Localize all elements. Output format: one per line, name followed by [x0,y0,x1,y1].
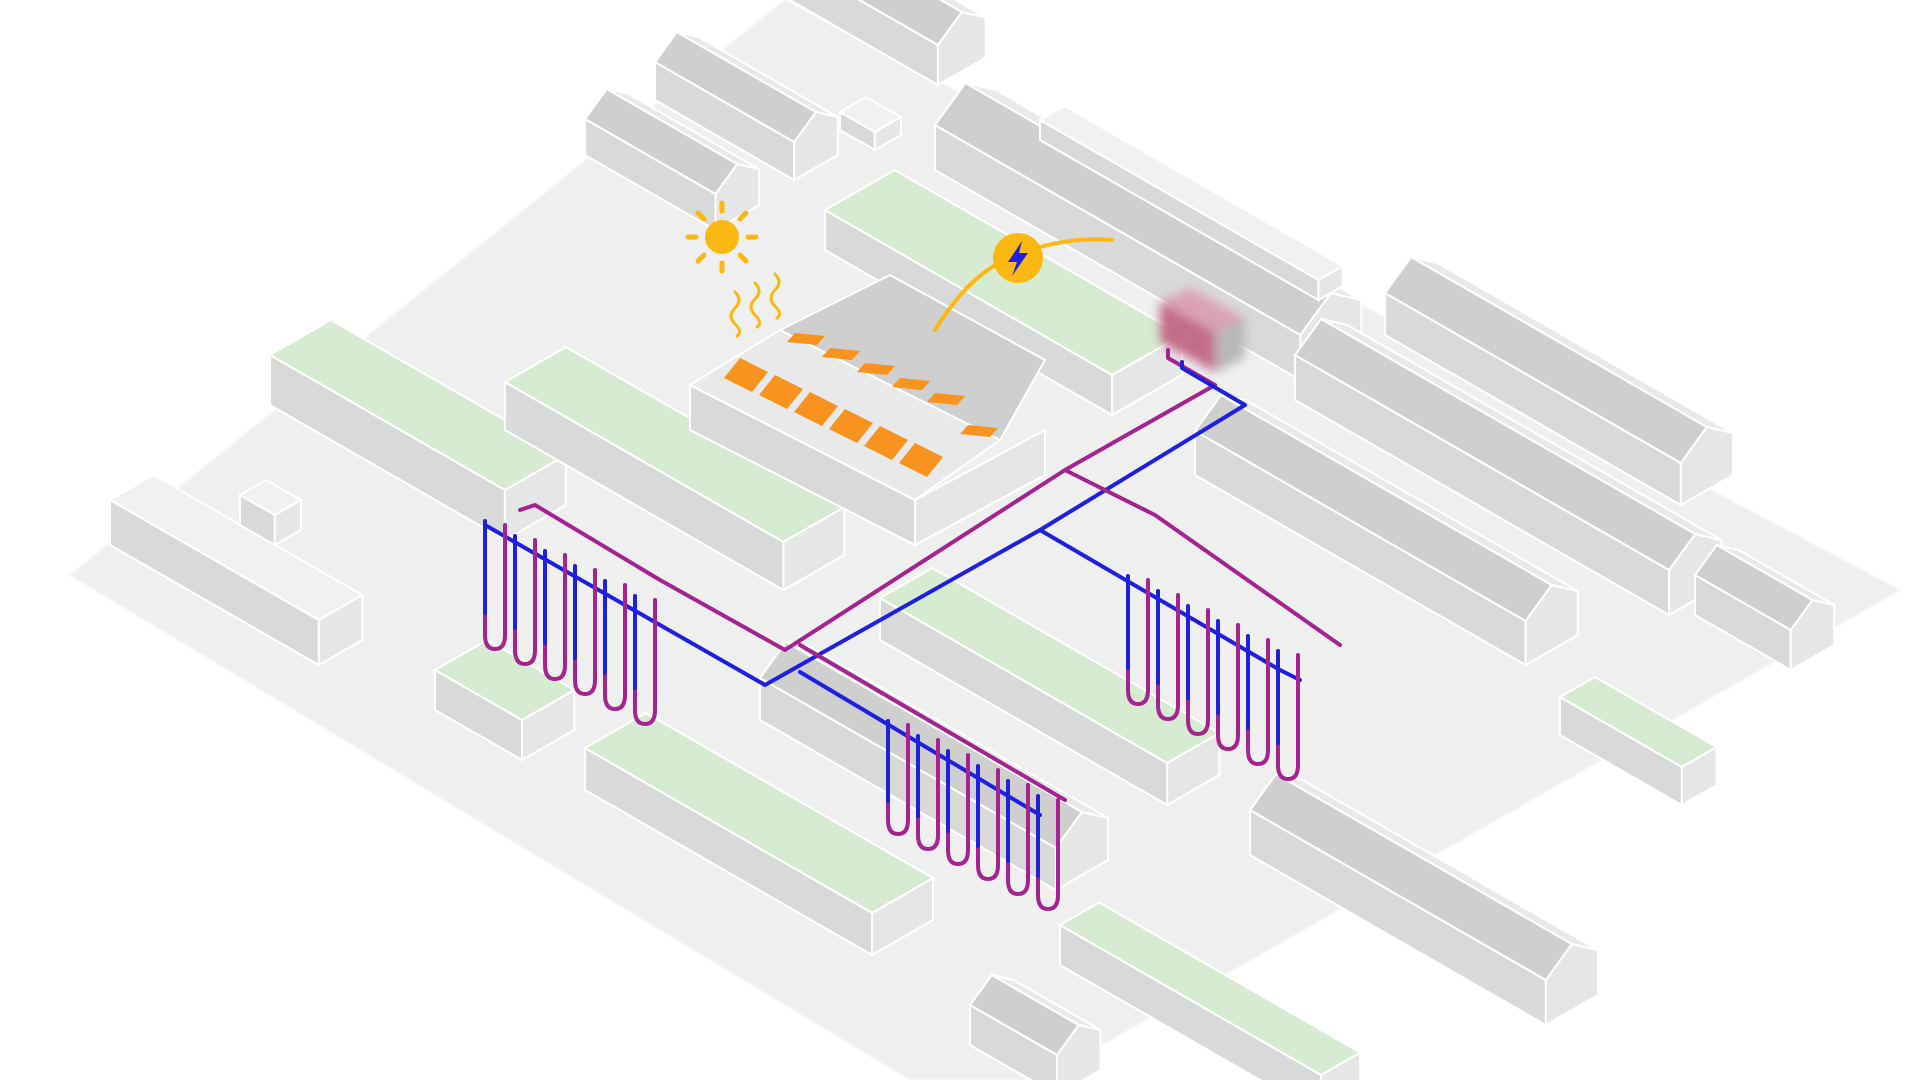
building-annex-north-roof [1037,104,1345,282]
solar-roof-building [687,273,1047,547]
building-green-roof-south-west-roof [582,711,936,915]
building-long-east [1293,317,1723,617]
borehole-loop-west-5 [603,583,627,711]
building-south-corner-roof-back [991,974,1101,1031]
building-north-west-roof-back [676,31,839,118]
borehole-loop-east-5 [1246,638,1270,766]
heat-pump-unit-icon [1160,288,1245,372]
electricity-connection [933,233,1114,332]
building-small-kiosk [837,95,903,152]
borehole-loop-west-3 [543,553,567,681]
borehole-loops [483,519,1300,911]
borehole-loop-east-6 [1276,653,1300,781]
building-east-corner-roof-back [1716,544,1835,606]
building-annex-north [1037,104,1345,302]
borehole-loop-south-5 [1006,783,1030,896]
borehole-loop-south-2 [916,738,940,851]
building-green-roof-west-small-roof [432,638,577,722]
heat-waves-icon [729,272,782,338]
borehole-loop-south-1 [886,723,910,836]
building-north-west-2 [583,87,760,232]
building-long-east-2 [1193,393,1579,667]
building-north-west-2-roof-back [606,88,760,170]
hot-branch-right [1063,468,1342,647]
building-east-corner [1693,543,1836,672]
building-top-north [789,0,987,87]
hot-main-pipe [518,348,1217,652]
lightning-bolt-icon [1008,241,1028,276]
building-green-roof-centre [502,345,847,592]
building-green-roof-west [267,318,568,542]
building-south-east [1248,772,1599,1027]
building-west-low [107,473,365,667]
building-green-roof-west-small [432,638,577,762]
building-long-east-3 [1383,255,1734,507]
borehole-loop-east-2 [1156,593,1180,721]
borehole-loop-east-3 [1186,608,1210,736]
building-north-west [653,30,839,182]
solar-panels [724,333,998,477]
hot-branch-lower [798,643,1067,802]
building-green-roof-south [877,566,1222,807]
building-green-roof-east-roof [1557,675,1719,769]
building-west-tower [237,478,303,547]
borehole-loop-west-4 [573,568,597,696]
borehole-loop-south-3 [946,753,970,866]
borehole-loop-east-4 [1216,623,1240,751]
borehole-loop-west-6 [633,598,657,726]
ground-plane [68,0,1903,1080]
building-green-roof-south-east [1057,901,1363,1080]
sun-icon [685,200,759,274]
borehole-loop-west-1 [483,523,507,651]
building-west-low-roof [107,473,365,622]
borehole-loop-west-2 [513,538,537,666]
building-top-north-roof-back [938,0,987,19]
building-small-kiosk-roof [837,95,903,134]
building-west-tower-roof [237,478,303,517]
borehole-loop-east-1 [1126,578,1150,706]
building-south-corner [968,973,1102,1080]
borehole-loop-south-4 [976,768,1000,881]
building-green-roof-east [1557,675,1719,807]
building-long-east-3-roof-back [1410,256,1734,434]
building-green-roof-south-west [582,711,936,957]
borehole-loop-south-6 [1036,798,1060,911]
building-green-roof-south-east-roof [1057,901,1363,1077]
building-long-east-roof-back [1320,318,1722,541]
cold-main-pipe [483,360,1247,687]
